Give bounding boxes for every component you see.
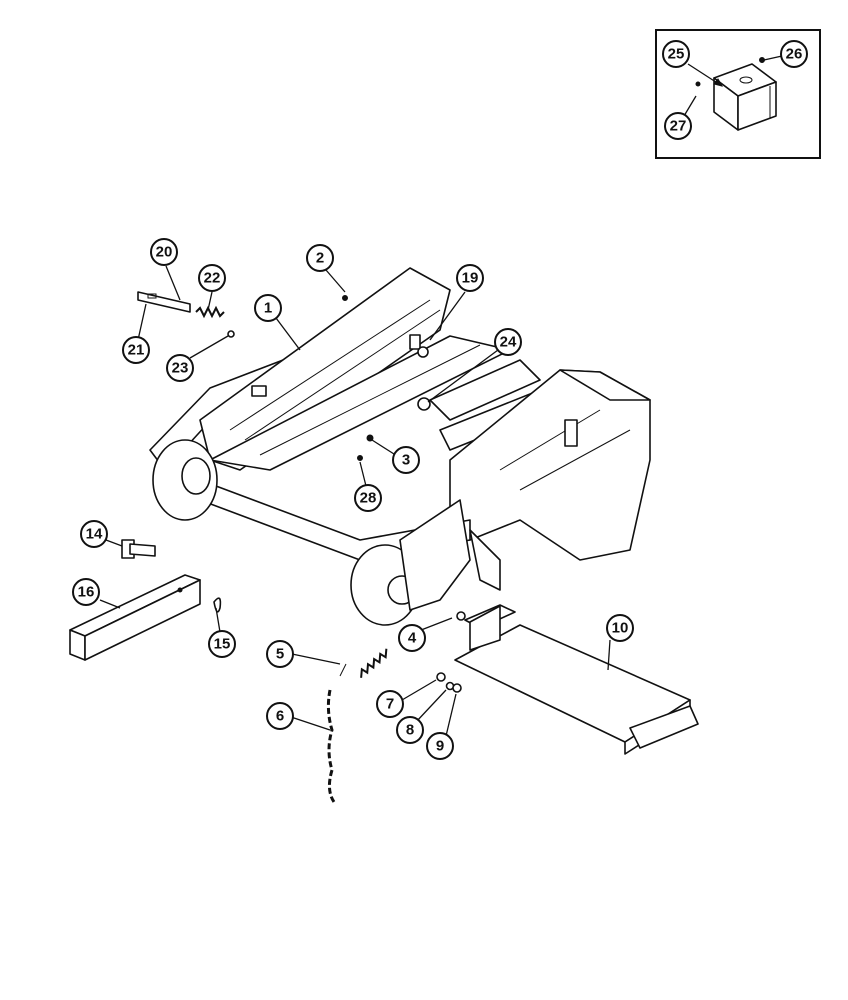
svg-text:10: 10 (612, 620, 629, 637)
svg-text:2: 2 (316, 250, 324, 267)
svg-text:21: 21 (128, 342, 145, 359)
nut-part (452, 683, 462, 693)
step-plate-part (454, 604, 699, 755)
callout-1: 1 (254, 294, 282, 322)
svg-text:5: 5 (276, 646, 284, 663)
callout-26: 26 (780, 40, 808, 68)
pin-part (121, 539, 156, 559)
svg-text:14: 14 (86, 526, 103, 543)
callout-5: 5 (266, 640, 294, 668)
callout-8: 8 (396, 716, 424, 744)
callout-16: 16 (72, 578, 100, 606)
svg-text:19: 19 (462, 270, 479, 287)
svg-text:27: 27 (670, 118, 687, 135)
flat-washer-part (436, 672, 446, 682)
spring-part (195, 305, 225, 319)
svg-text:25: 25 (668, 46, 685, 63)
callout-3: 3 (392, 446, 420, 474)
main-frame-assembly (149, 267, 651, 626)
svg-text:9: 9 (436, 738, 444, 755)
callout-2: 2 (306, 244, 334, 272)
callout-20: 20 (150, 238, 178, 266)
svg-text:7: 7 (386, 696, 394, 713)
callout-10: 10 (606, 614, 634, 642)
callout-19: 19 (456, 264, 484, 292)
callout-9: 9 (426, 732, 454, 760)
ballast-block-part (713, 63, 777, 131)
callout-28: 28 (354, 484, 382, 512)
callout-24: 24 (494, 328, 522, 356)
svg-text:28: 28 (360, 490, 377, 507)
callout-4: 4 (398, 624, 426, 652)
svg-text:4: 4 (408, 630, 417, 647)
callout-21: 21 (122, 336, 150, 364)
chain-part (326, 689, 336, 803)
callout-22: 22 (198, 264, 226, 292)
svg-text:16: 16 (78, 584, 95, 601)
svg-text:6: 6 (276, 708, 284, 725)
callout-23: 23 (166, 354, 194, 382)
svg-text:8: 8 (406, 722, 414, 739)
svg-text:26: 26 (786, 46, 803, 63)
svg-text:24: 24 (500, 334, 517, 351)
callout-6: 6 (266, 702, 294, 730)
callout-25: 25 (662, 40, 690, 68)
svg-text:1: 1 (264, 300, 272, 317)
bolt-part (456, 611, 466, 621)
callout-14: 14 (80, 520, 108, 548)
leader-lines (99, 265, 611, 737)
channel-bracket-part (69, 574, 201, 661)
svg-text:23: 23 (172, 360, 189, 377)
svg-text:15: 15 (214, 636, 231, 653)
callout-27: 27 (664, 112, 692, 140)
callout-15: 15 (208, 630, 236, 658)
clip-part (213, 597, 222, 613)
svg-text:3: 3 (402, 452, 410, 469)
latch-pin-part (137, 291, 191, 313)
tension-spring-part (339, 648, 388, 678)
svg-text:22: 22 (204, 270, 221, 287)
washer-part (227, 330, 235, 338)
svg-text:20: 20 (156, 244, 173, 261)
callout-7: 7 (376, 690, 404, 718)
